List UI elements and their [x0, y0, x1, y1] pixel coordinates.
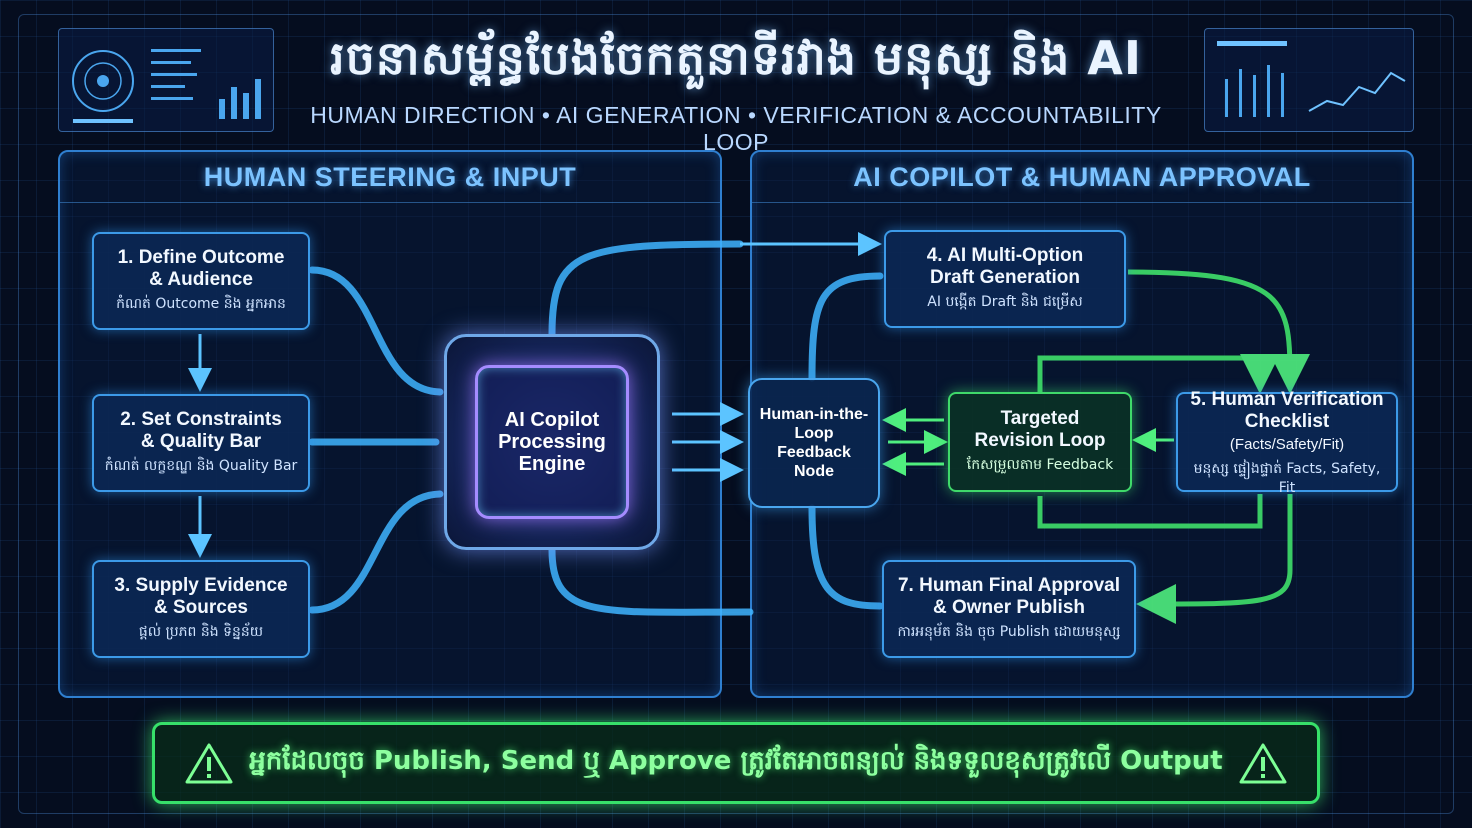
step-1-title-b: & Audience [149, 269, 253, 290]
panel-divider [60, 202, 720, 203]
step-5-human-verification: 5. Human Verification Checklist (Facts/S… [1176, 388, 1398, 496]
step-6-khmer: កែសម្រួលតាម Feedback [966, 457, 1114, 473]
step-6-title-b: Revision Loop [974, 430, 1106, 451]
panel-title-right: AI COPILOT & HUMAN APPROVAL [853, 162, 1311, 192]
hud-radar-icon [72, 49, 261, 123]
step-7-final-approval: 7. Human Final Approval & Owner Publish … [882, 560, 1136, 658]
step-6-revision-loop: Targeted Revision Loop កែសម្រួលតាម Feedb… [948, 392, 1132, 492]
step-5-title-b-row: Checklist (Facts/Safety/Fit) [1186, 411, 1388, 456]
step-7-khmer: ការអនុម័ត និង ចុច Publish ដោយមនុស្ស [897, 624, 1121, 640]
step-3-supply-evidence: 3. Supply Evidence & Sources ផ្តល់ ប្រភព… [92, 560, 310, 658]
step-1-khmer: កំណត់ Outcome និង អ្នកអាន [116, 296, 286, 312]
step-7-title-a: 7. Human Final Approval [897, 575, 1121, 596]
step-6-title-a: Targeted [1000, 408, 1080, 429]
ai-copilot-engine: AI Copilot Processing Engine [444, 334, 660, 550]
step-7-title-b: & Owner Publish [932, 597, 1086, 618]
step-2-khmer: កំណត់ លក្ខខណ្ឌ និង Quality Bar [104, 458, 298, 474]
step-5-khmer: មនុស្ស ផ្ទៀងផ្ទាត់ Facts, Safety, Fit [1193, 460, 1381, 496]
accountability-banner: អ្នកដែលចុច Publish, Send ឬ Approve ត្រូវ… [152, 722, 1320, 804]
step-5-title-b: Checklist [1244, 410, 1330, 432]
panel-divider [752, 202, 1412, 203]
step-4-ai-draft-generation: 4. AI Multi-Option Draft Generation AI ប… [884, 230, 1126, 328]
step-4-title-a: 4. AI Multi-Option [926, 245, 1084, 266]
step-4-title-b: Draft Generation [930, 267, 1080, 288]
outer-frame [18, 14, 1454, 814]
panel-title-left: HUMAN STEERING & INPUT [203, 162, 577, 192]
step-4-khmer: AI បង្កើត Draft និង ជម្រើស [927, 294, 1083, 310]
step-2-title-a: 2. Set Constraints [120, 409, 282, 430]
hud-widget-top-left [58, 28, 274, 132]
banner-text: អ្នកដែលចុច Publish, Send ឬ Approve ត្រូវ… [249, 746, 1223, 776]
page-title: រចនាសម្ព័ន្ធបែងចែកតួនាទីរវាង មនុស្ស និង … [329, 31, 1143, 85]
warning-icon [185, 743, 233, 784]
step-5-title-paren: (Facts/Safety/Fit) [1229, 435, 1345, 453]
step-3-title-a: 3. Supply Evidence [114, 575, 288, 596]
step-1-title-a: 1. Define Outcome [117, 247, 285, 268]
warning-icon [1239, 743, 1287, 784]
step-2-title-b: & Quality Bar [140, 431, 262, 452]
step-3-title-b: & Sources [154, 597, 248, 618]
feedback-node: Human-in-the-Loop Feedback Node [748, 378, 880, 508]
hud-widget-top-right [1204, 28, 1414, 132]
step-2-set-constraints: 2. Set Constraints & Quality Bar កំណត់ ល… [92, 394, 310, 492]
ai-copilot-engine-label: AI Copilot Processing Engine [475, 365, 629, 519]
step-3-khmer: ផ្តល់ ប្រភព និង ទិន្នន័យ [138, 624, 264, 640]
step-5-title-a: 5. Human Verification [1190, 388, 1384, 410]
hud-chart-icon [1217, 41, 1406, 117]
step-1-define-outcome: 1. Define Outcome & Audience កំណត់ Outco… [92, 232, 310, 330]
